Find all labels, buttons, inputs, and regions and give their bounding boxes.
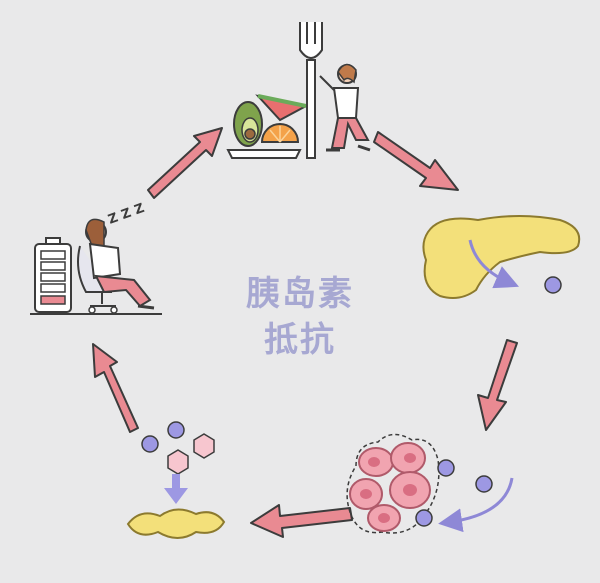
arrow-fat-to-sleep bbox=[92, 343, 139, 433]
sleep-symbol: Z Z Z bbox=[106, 201, 146, 228]
center-title-line2: 抵抗 bbox=[264, 320, 336, 360]
arrow-food-to-pancreas bbox=[373, 131, 459, 191]
arrow-pancreas-to-cells bbox=[477, 339, 518, 431]
arrow-sleep-to-food bbox=[147, 127, 223, 199]
glucose-to-fat-icon bbox=[126, 421, 226, 539]
center-title-line1: 胰岛素 bbox=[246, 274, 354, 314]
pancreas-icon bbox=[422, 215, 581, 299]
food-plate-with-fork-icon bbox=[226, 22, 371, 159]
arrow-cells-to-fat bbox=[250, 504, 353, 538]
cell-cluster-icon bbox=[346, 433, 514, 534]
